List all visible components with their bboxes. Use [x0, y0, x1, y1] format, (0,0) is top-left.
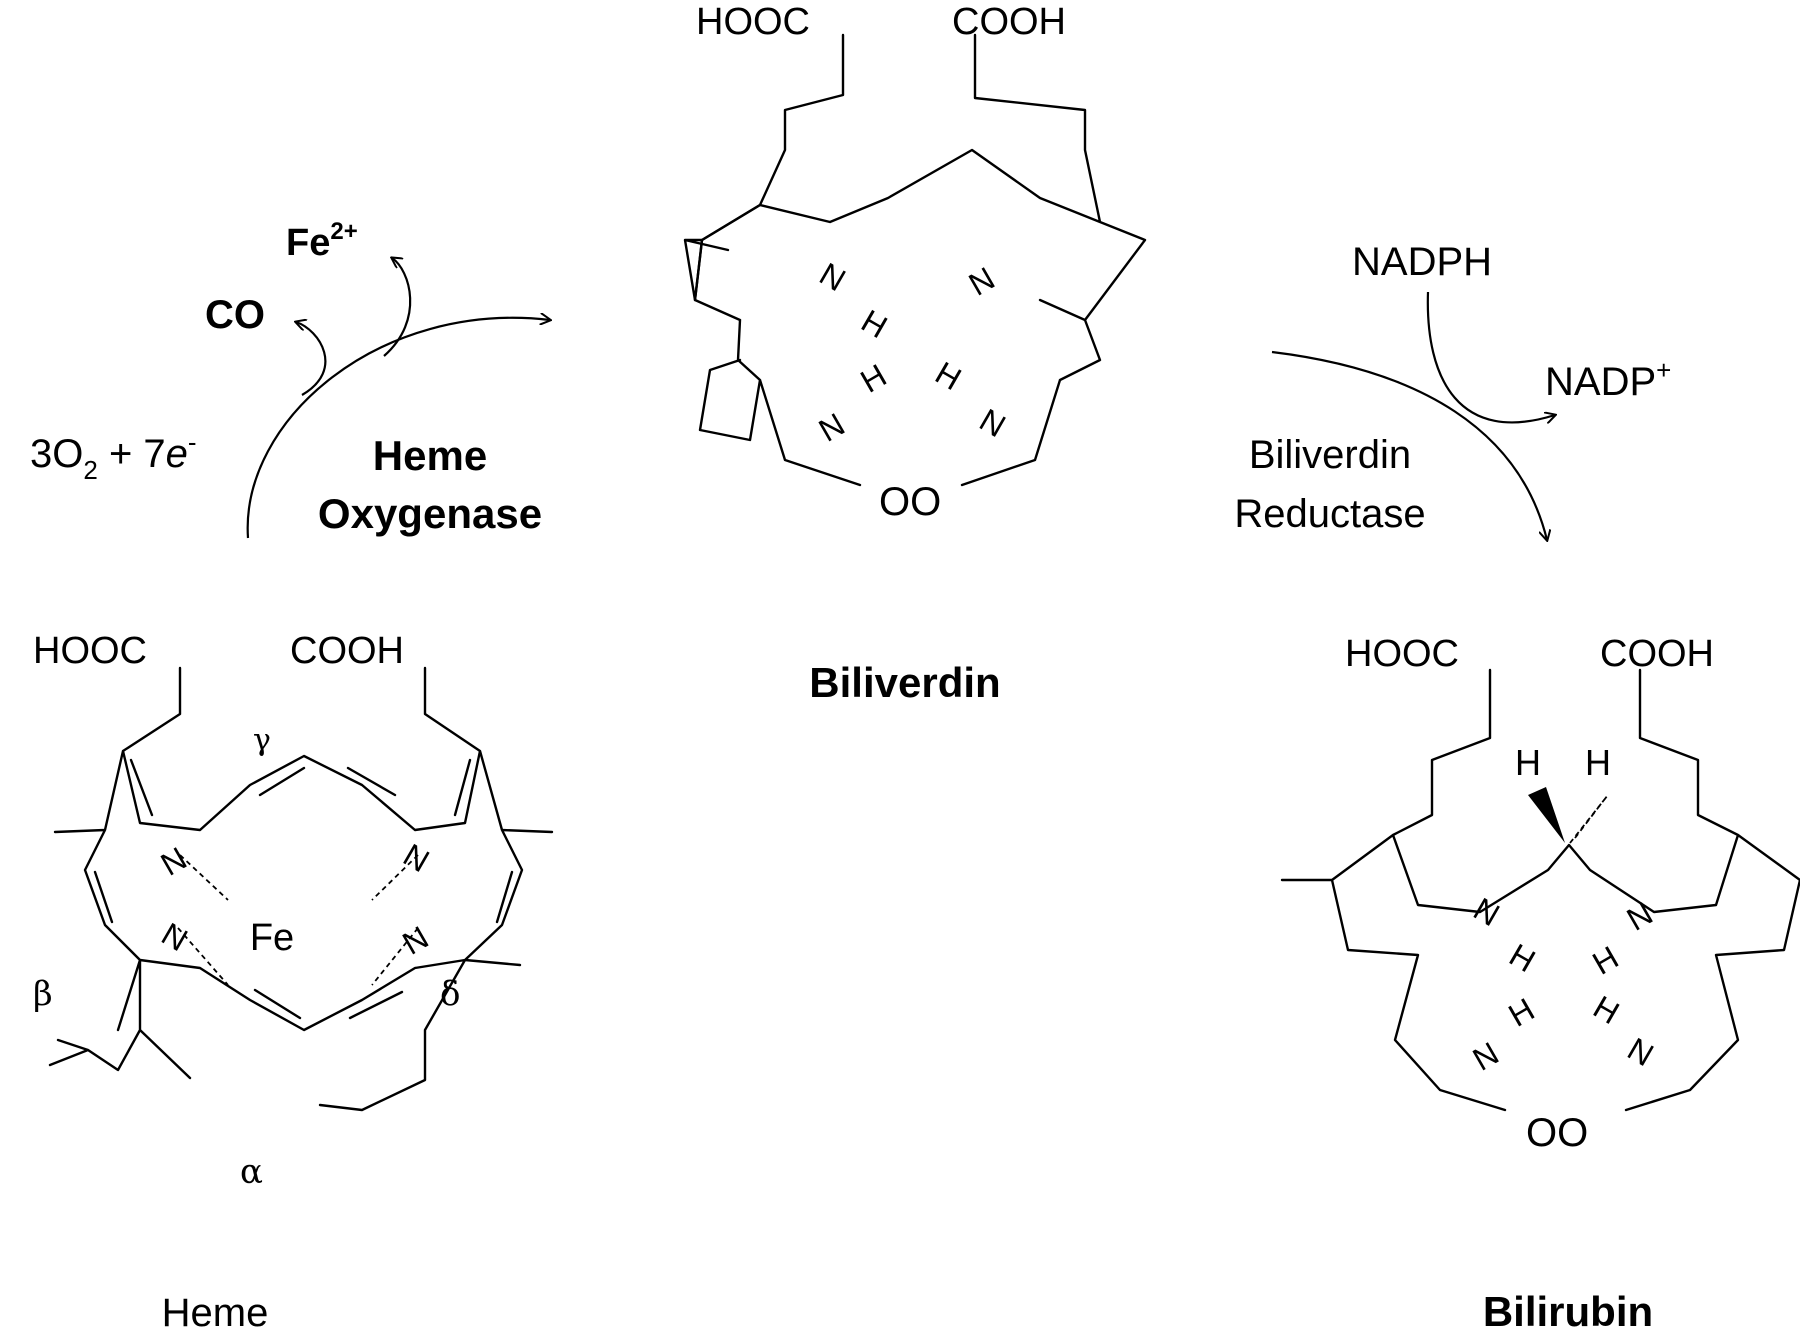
bilirubin-hooc-label: HOOC — [1345, 633, 1459, 675]
biliverdin-atom-n2: N — [963, 260, 1001, 303]
bilirubin-atom-h3: H — [1502, 991, 1540, 1034]
heme-meso-gamma: γ — [253, 723, 271, 758]
heme-hooc-label: HOOC — [33, 630, 147, 672]
bilirubin-atom-n2: N — [1621, 895, 1659, 938]
bilirubin-compound-name: Bilirubin — [1483, 1288, 1653, 1333]
nadph-cofactor-label: NADPH — [1352, 240, 1492, 284]
biliverdin-hooc-label: HOOC — [696, 1, 810, 43]
bilirubin-dash-h: H — [1585, 742, 1611, 783]
biliverdin-compound-name: Biliverdin — [809, 659, 1000, 706]
bilirubin-wedge-bond — [1528, 787, 1565, 843]
heme-oxygenase-label-line1: Heme — [373, 432, 487, 479]
heme-meso-beta: β — [33, 974, 53, 1014]
heme-compound-name: Heme — [162, 1291, 269, 1333]
biliverdin-atom-h2: H — [854, 357, 892, 400]
biliverdin-cooh-label: COOH — [952, 1, 1066, 43]
heme-atom-n4: N — [396, 919, 434, 962]
fe-release-arrow — [383, 258, 412, 357]
heme-atom-n3: N — [156, 916, 194, 959]
heme-cooh-label: COOH — [290, 630, 404, 672]
biliverdin-atom-h3: H — [929, 355, 967, 398]
bilirubin-atom-h1: H — [1503, 937, 1541, 980]
heme-meso-delta: δ — [440, 974, 460, 1014]
bilirubin-atom-h2: H — [1586, 939, 1624, 982]
bilirubin-atom-n4: N — [1622, 1031, 1660, 1074]
biliverdin-reductase-label-line1: Biliverdin — [1249, 433, 1411, 477]
nadph-consumption-arrow — [1426, 291, 1555, 422]
biliverdin-structure: HOOC COOH N H N H N H N OO — [683, 1, 1147, 524]
biliverdin-oxygens-label: OO — [879, 480, 941, 524]
heme-iron-label: Fe — [250, 917, 294, 959]
bilirubin-oxygens-label: OO — [1526, 1111, 1588, 1155]
biliverdin-atom-n1: N — [814, 256, 852, 299]
o2-electron-reagents: 3O2 + 7e- — [30, 427, 197, 485]
bilirubin-wedge-h: H — [1515, 742, 1541, 783]
co-product-label: CO — [205, 293, 265, 337]
heme-oxygenase-label-line2: Oxygenase — [318, 490, 542, 537]
biliverdin-reductase-label-line2: Reductase — [1234, 492, 1425, 536]
heme-meso-alpha: α — [240, 1152, 263, 1192]
bilirubin-atom-n1: N — [1468, 891, 1506, 934]
bilirubin-cooh-label: COOH — [1600, 633, 1714, 675]
biliverdin-atom-n4: N — [974, 402, 1012, 445]
heme-oxygenase-reaction-arrow — [246, 318, 550, 539]
biliverdin-atom-n3: N — [813, 406, 851, 449]
co-release-arrow — [296, 322, 327, 396]
heme-structure: N N N N Fe HOOC COOH γ β δ α — [33, 630, 554, 1192]
bilirubin-structure: HOOC COOH H H N N N N H H H H OO — [1280, 633, 1800, 1155]
heme-atom-n1: N — [155, 840, 193, 883]
biliverdin-reductase-reaction-arrow — [1271, 350, 1547, 540]
heme-atom-n2: N — [397, 837, 435, 880]
bilirubin-atom-n3: N — [1467, 1035, 1505, 1078]
fe2-product-label: Fe2+ — [286, 218, 358, 264]
bilirubin-atom-h4: H — [1587, 989, 1625, 1032]
biliverdin-atom-h1: H — [855, 303, 893, 346]
nadp-product-label: NADP+ — [1545, 355, 1671, 404]
